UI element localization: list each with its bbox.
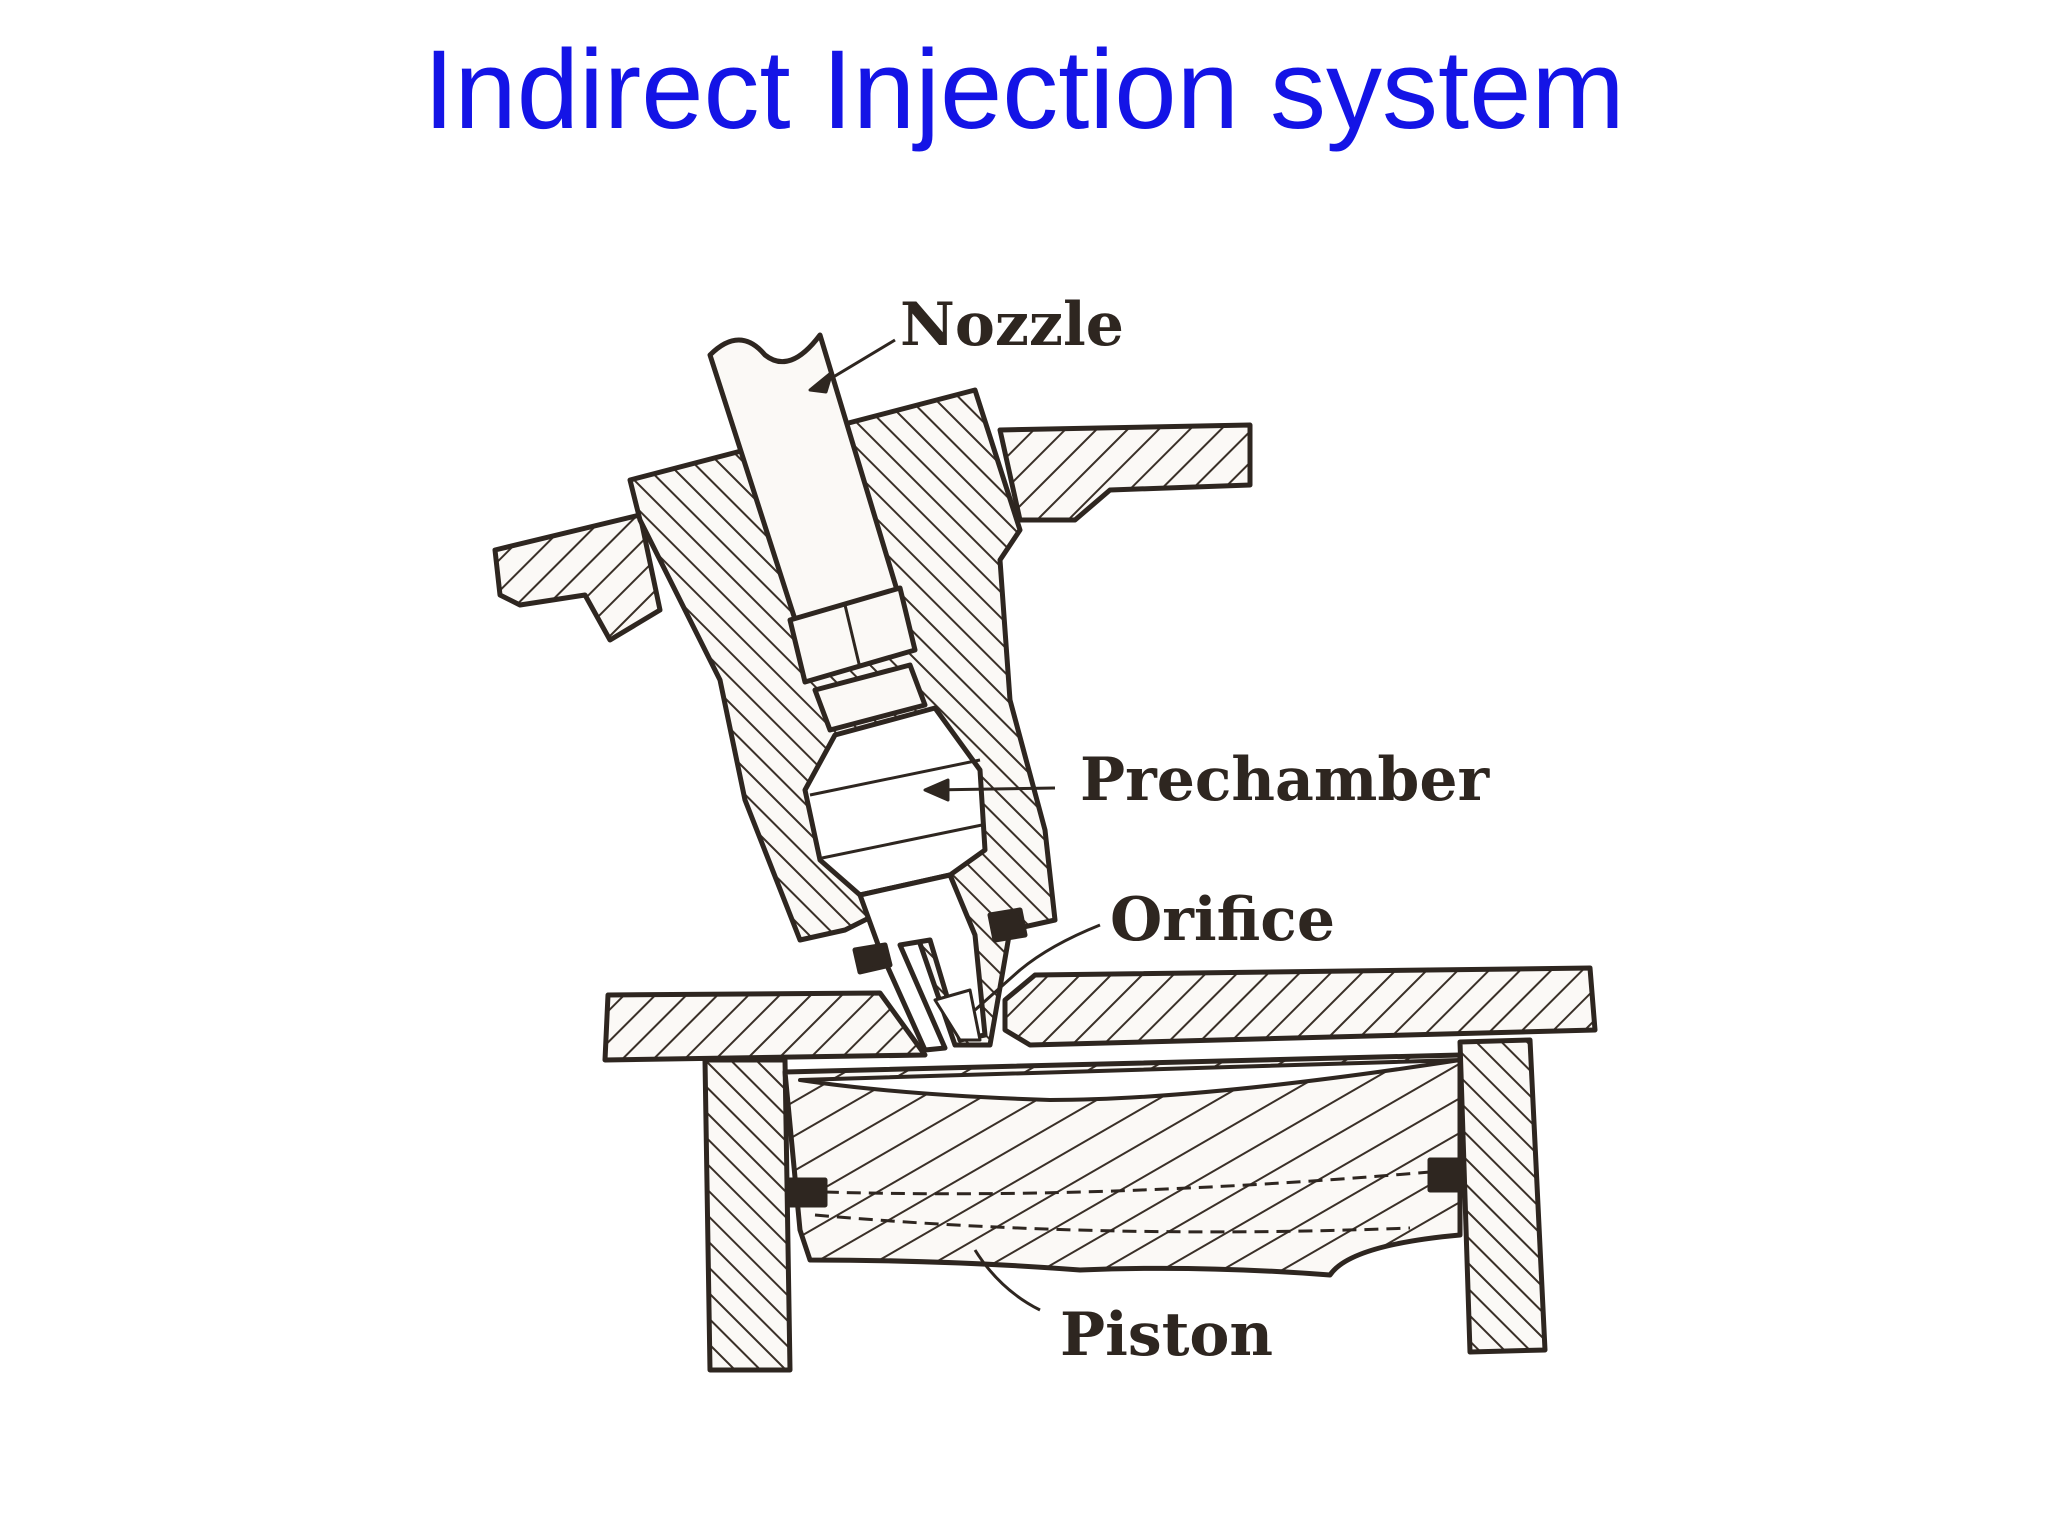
cylinder-head-left — [492, 512, 663, 643]
label-piston: Piston — [1060, 1300, 1273, 1370]
nozzle-body — [707, 332, 903, 638]
cylinder-wall-left — [702, 1057, 793, 1373]
cylinder-head-right — [997, 422, 1253, 523]
slide-title: Indirect Injection system — [423, 27, 1625, 152]
piston — [782, 1052, 1463, 1278]
cylinder-head-plate — [602, 990, 928, 1063]
cylinder-wall-right — [1457, 1037, 1548, 1355]
label-orifice: Orifice — [1110, 885, 1335, 955]
label-prechamber: Prechamber — [1080, 745, 1491, 815]
prechamber-cavity — [802, 705, 988, 898]
label-nozzle: Nozzle — [900, 290, 1124, 360]
